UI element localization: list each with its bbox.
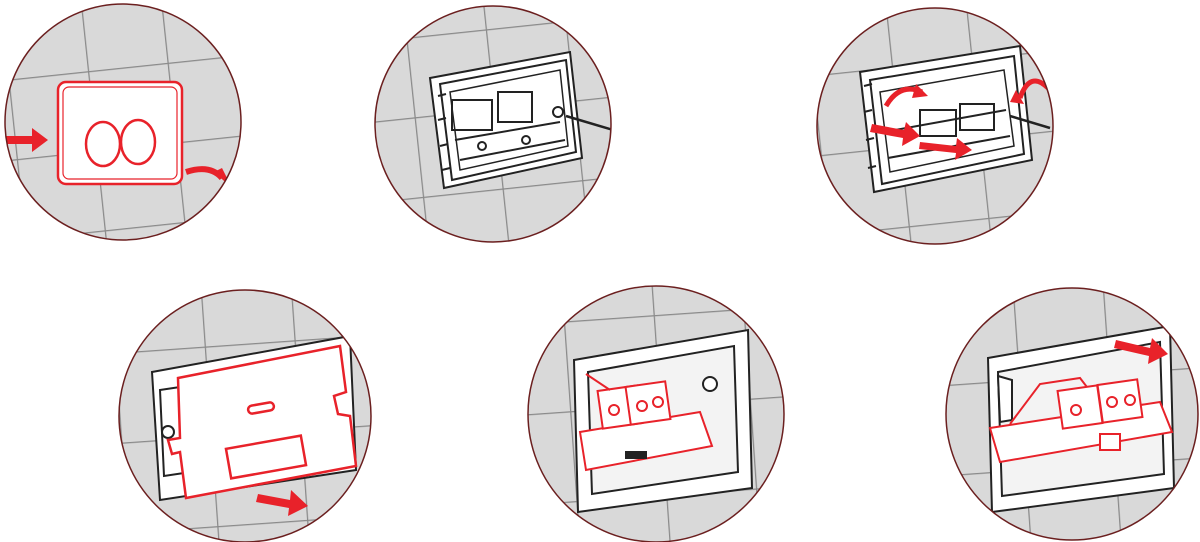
step-1-circle [0, 0, 260, 260]
step-3-circle [800, 0, 1112, 260]
flush-plate [58, 82, 182, 184]
step-2-circle [360, 0, 696, 260]
step-4-circle [110, 280, 390, 542]
step-5-circle [520, 280, 800, 542]
step-6-circle [940, 280, 1200, 542]
